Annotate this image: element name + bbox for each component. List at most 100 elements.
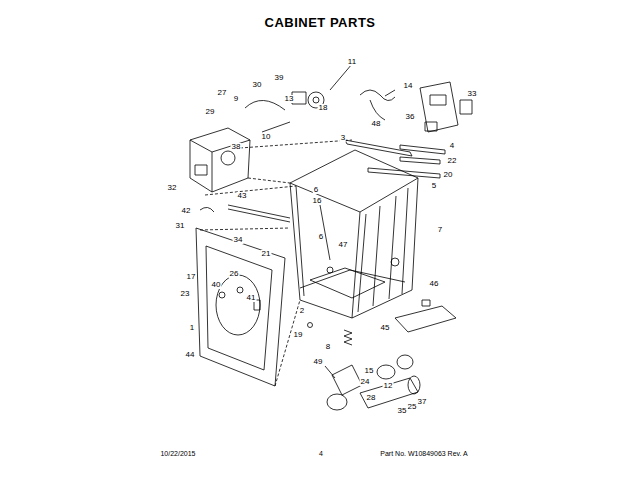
console-housing-line (190, 128, 250, 192)
base-parts-line (422, 300, 430, 306)
console-housing-line (205, 186, 296, 195)
callout-number: 18 (318, 104, 329, 112)
callout-number: 5 (431, 182, 437, 190)
callout-number: 15 (364, 367, 375, 375)
top-parts-line (425, 122, 437, 131)
cabinet-line (296, 186, 304, 296)
callout-number: 32 (167, 184, 178, 192)
cabinet-line (391, 258, 399, 266)
callout-number: 23 (180, 290, 191, 298)
callout-number: 16 (312, 197, 323, 205)
base-parts-line (344, 330, 352, 345)
top-parts-line (420, 82, 458, 132)
exhaust-parts-line (327, 394, 347, 410)
cabinet-line (402, 188, 408, 294)
callout-number: 20 (443, 171, 454, 179)
top-rails-line (345, 140, 412, 156)
callout-number: 47 (338, 241, 349, 249)
callout-number: 30 (252, 81, 263, 89)
callout-number: 11 (347, 58, 357, 66)
callout-number: 19 (293, 331, 304, 339)
top-parts-line (262, 122, 290, 132)
top-parts (245, 82, 472, 132)
base-parts-line (308, 323, 313, 328)
callout-number: 31 (175, 222, 186, 230)
callout-number: 8 (325, 343, 331, 351)
top-parts-line (460, 100, 472, 114)
callout-number: 7 (437, 226, 443, 234)
callout-number: 38 (231, 143, 242, 151)
cabinet-line (373, 206, 380, 306)
front-panel-line (219, 292, 225, 298)
callout-number: 26 (229, 270, 240, 278)
exhaust-parts-line (408, 376, 420, 394)
callout-number: 37 (417, 398, 428, 406)
front-panel-line (196, 228, 285, 386)
cabinet-line (290, 150, 418, 318)
callout-number: 35 (397, 407, 408, 415)
callout-number: 9 (233, 95, 239, 103)
footer-text: Part No. W10849063 Rev. A (380, 450, 467, 457)
callout-number: 43 (237, 192, 248, 200)
callout-number: 39 (274, 74, 285, 82)
callout-number: 36 (405, 113, 416, 121)
callout-number: 10 (261, 133, 272, 141)
callout-number: 3 (340, 134, 346, 142)
callout-number: 49 (313, 358, 324, 366)
footer-text: 10/22/2015 (160, 450, 195, 457)
front-panel-line (200, 207, 214, 212)
top-rails-line (330, 64, 352, 90)
callout-number: 22 (447, 157, 458, 165)
front-panel (196, 205, 300, 386)
front-panel-line (206, 246, 272, 370)
cabinet-line (310, 268, 385, 298)
front-panel-line (228, 205, 290, 218)
console-housing-line (248, 178, 290, 183)
callout-number: 12 (383, 382, 394, 390)
callout-number: 13 (284, 95, 295, 103)
callout-number: 33 (467, 90, 478, 98)
front-panel-line (228, 209, 290, 222)
callout-number: 42 (181, 207, 192, 215)
callout-number: 45 (380, 324, 391, 332)
top-parts-line (313, 97, 319, 103)
cabinet-line (327, 267, 333, 273)
console-housing-line (240, 140, 352, 148)
exhaust-parts-line (332, 365, 362, 395)
front-panel-line (275, 300, 300, 386)
callout-number: 24 (360, 378, 371, 386)
callout-number: 14 (403, 82, 414, 90)
top-parts-line (360, 90, 395, 120)
console-housing-line (190, 140, 250, 152)
callout-number: 4 (449, 142, 455, 150)
callout-number: 34 (233, 236, 244, 244)
callout-number: 27 (217, 89, 228, 97)
console-housing-line (195, 165, 207, 175)
exhaust-parts-line (377, 365, 395, 379)
callout-number: 29 (205, 108, 216, 116)
top-parts-line (430, 95, 446, 105)
top-rails-line (400, 145, 445, 154)
cabinet-line (389, 196, 396, 299)
base-parts-line (395, 306, 456, 332)
callout-number: 2 (299, 307, 305, 315)
callout-number: 41 (246, 294, 257, 302)
exhaust-parts (325, 355, 420, 410)
top-rails-line (368, 168, 440, 178)
cabinet (290, 150, 418, 318)
callout-number: 46 (429, 280, 440, 288)
page-title: CABINET PARTS (265, 16, 376, 29)
front-panel-line (216, 275, 260, 335)
exhaust-parts-line (397, 355, 413, 369)
front-panel-line (237, 287, 243, 293)
callout-number: 6 (313, 186, 319, 194)
callout-number: 6 (318, 233, 324, 241)
callout-number: 28 (366, 394, 377, 402)
callout-number: 25 (407, 403, 418, 411)
callout-number: 40 (211, 281, 222, 289)
callout-number: 48 (371, 120, 382, 128)
callout-number: 1 (189, 324, 195, 332)
cabinet-line (358, 214, 366, 312)
footer-text: 4 (319, 450, 323, 457)
